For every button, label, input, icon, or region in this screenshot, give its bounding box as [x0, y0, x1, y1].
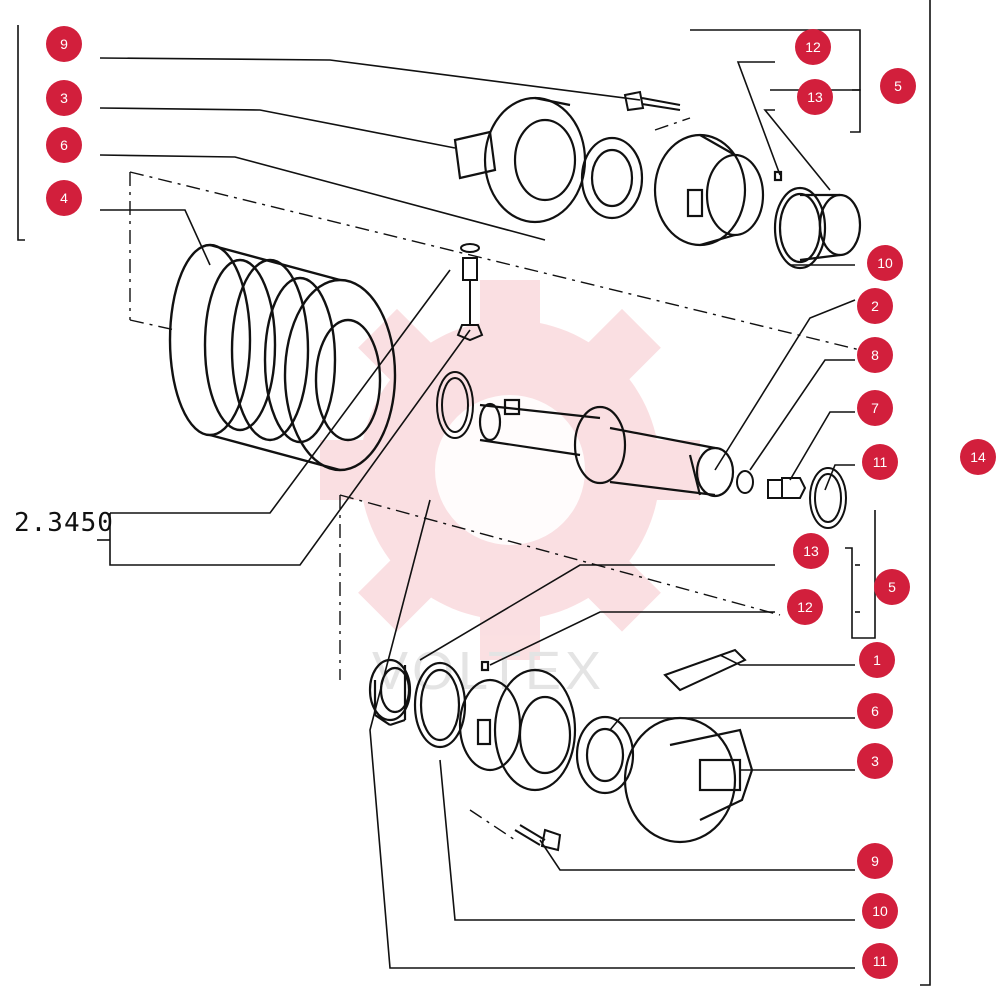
- callout-14[interactable]: 14: [960, 439, 996, 475]
- callout-5[interactable]: 5: [880, 68, 916, 104]
- callout-3[interactable]: 3: [46, 80, 82, 116]
- key: [663, 648, 747, 692]
- callout-7[interactable]: 7: [857, 390, 893, 426]
- upper-seal: [580, 136, 644, 220]
- callout-2[interactable]: 2: [857, 288, 893, 324]
- upper-collar: [653, 133, 783, 247]
- lower-gasket: [413, 661, 467, 749]
- leader-lines-lower: [369, 499, 860, 969]
- callout-6-lower[interactable]: 6: [857, 693, 893, 729]
- lower-bush: [368, 658, 412, 727]
- callout-10-lower[interactable]: 10: [862, 893, 898, 929]
- callout-13[interactable]: 13: [797, 79, 833, 115]
- lower-housing: [623, 716, 754, 844]
- callout-1[interactable]: 1: [859, 642, 895, 678]
- gasket-ring-left: [436, 371, 474, 439]
- callout-9[interactable]: 9: [46, 26, 82, 62]
- o-ring-and-plug: [736, 467, 847, 529]
- callout-13-lower[interactable]: 13: [793, 533, 829, 569]
- lower-bolt: [514, 824, 562, 852]
- assembly-axis-lines: [129, 117, 861, 841]
- upper-bolt: [623, 90, 681, 112]
- shaft: [478, 398, 735, 498]
- callout-12[interactable]: 12: [795, 29, 831, 65]
- upper-housing: [453, 96, 587, 224]
- reference-label: 2.3450: [14, 508, 114, 538]
- callout-6[interactable]: 6: [46, 127, 82, 163]
- brackets: [17, 0, 931, 986]
- callout-3-lower[interactable]: 3: [857, 743, 893, 779]
- callout-11-lower[interactable]: 11: [862, 943, 898, 979]
- plug-screw: [456, 243, 484, 342]
- roller-body: [168, 243, 397, 472]
- upper-bush-and-gasket: [773, 186, 862, 270]
- callout-9-lower[interactable]: 9: [857, 843, 893, 879]
- callout-10[interactable]: 10: [867, 245, 903, 281]
- callout-5-lower[interactable]: 5: [874, 569, 910, 605]
- lower-collar: [458, 660, 577, 792]
- callout-12-lower[interactable]: 12: [787, 589, 823, 625]
- callout-4[interactable]: 4: [46, 180, 82, 216]
- callout-11[interactable]: 11: [862, 444, 898, 480]
- lower-seal: [575, 715, 635, 795]
- callout-8[interactable]: 8: [857, 337, 893, 373]
